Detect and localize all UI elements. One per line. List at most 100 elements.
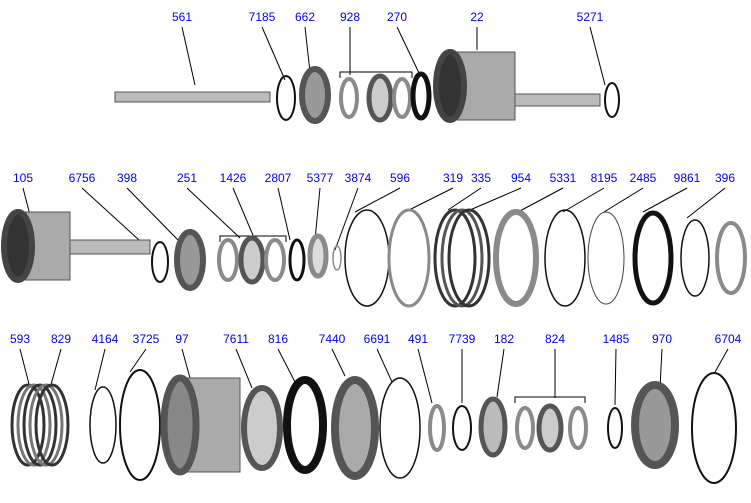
leader-line — [22, 187, 31, 216]
part-label-270[interactable]: 270 — [386, 10, 408, 24]
leader-line — [235, 348, 253, 389]
part-label-816[interactable]: 816 — [267, 332, 289, 346]
part-label-3725[interactable]: 3725 — [132, 332, 160, 346]
leader-line — [447, 187, 482, 211]
bearing-part — [241, 385, 283, 471]
part-label-105[interactable]: 105 — [12, 171, 34, 185]
leader-line — [404, 187, 454, 213]
leader-line — [334, 187, 359, 251]
part-label-954[interactable]: 954 — [510, 171, 532, 185]
leader-line — [603, 187, 644, 213]
part-label-593[interactable]: 593 — [9, 332, 31, 346]
group-bracket — [339, 71, 413, 78]
shaft-part — [114, 91, 271, 103]
part-label-561[interactable]: 561 — [171, 10, 193, 24]
race-part — [217, 238, 239, 282]
ring-part — [288, 238, 306, 282]
leader-line — [277, 348, 296, 383]
leader-line — [49, 348, 62, 389]
race-part — [515, 406, 535, 450]
leader-line — [126, 187, 179, 241]
leader-line — [19, 348, 31, 389]
snap-ring-part — [276, 75, 296, 121]
part-label-5271[interactable]: 5271 — [576, 10, 604, 24]
part-label-596[interactable]: 596 — [389, 171, 411, 185]
part-label-8195[interactable]: 8195 — [590, 171, 618, 185]
part-label-7611[interactable]: 7611 — [223, 332, 249, 346]
part-label-7440[interactable]: 7440 — [318, 332, 346, 346]
part-label-398[interactable]: 398 — [116, 171, 138, 185]
leader-line — [304, 26, 311, 73]
leader-line — [714, 348, 729, 373]
part-label-491[interactable]: 491 — [407, 332, 429, 346]
bearing-part — [478, 396, 508, 458]
part-label-396[interactable]: 396 — [714, 171, 736, 185]
gear-part — [331, 376, 379, 480]
part-label-97[interactable]: 97 — [175, 332, 189, 346]
leader-line — [496, 348, 505, 398]
race-part — [392, 77, 412, 119]
part-label-2485[interactable]: 2485 — [629, 171, 657, 185]
snap-ring-part — [119, 369, 161, 481]
part-label-6691[interactable]: 6691 — [363, 332, 391, 346]
leader-line — [589, 26, 606, 86]
part-label-9861[interactable]: 9861 — [673, 171, 701, 185]
ring-part — [332, 245, 342, 271]
part-label-2807[interactable]: 2807 — [264, 171, 292, 185]
part-label-662[interactable]: 662 — [294, 10, 316, 24]
part-label-1426[interactable]: 1426 — [219, 171, 247, 185]
race-part — [568, 406, 588, 450]
bearing-part — [536, 403, 564, 453]
snap-ring-part — [379, 377, 421, 479]
washer-part — [307, 233, 329, 279]
clutch-plate-part — [28, 383, 64, 467]
shaft-part — [514, 93, 601, 107]
leader-line — [562, 187, 605, 213]
snap-ring-part — [89, 386, 117, 464]
spring-part — [587, 211, 625, 305]
part-label-22[interactable]: 22 — [470, 10, 484, 24]
part-label-6756[interactable]: 6756 — [68, 171, 96, 185]
leader-line — [354, 187, 401, 213]
leader-line — [331, 348, 346, 377]
drum-part — [160, 374, 200, 476]
part-label-3874[interactable]: 3874 — [344, 171, 372, 185]
part-label-319[interactable]: 319 — [442, 171, 464, 185]
snap-ring-part — [344, 209, 390, 307]
leader-line — [614, 348, 617, 406]
part-label-251[interactable]: 251 — [176, 171, 198, 185]
bearing-part — [366, 73, 394, 123]
part-label-5377[interactable]: 5377 — [306, 171, 334, 185]
bearing-part — [299, 66, 331, 124]
race-part — [339, 77, 359, 119]
part-label-7185[interactable]: 7185 — [248, 10, 276, 24]
snap-ring-part — [151, 241, 169, 283]
clutch-plate-part — [10, 383, 46, 467]
leader-line — [642, 187, 688, 213]
part-label-7739[interactable]: 7739 — [448, 332, 476, 346]
part-label-335[interactable]: 335 — [470, 171, 492, 185]
part-label-182[interactable]: 182 — [493, 332, 515, 346]
seal-part — [283, 376, 327, 474]
part-label-829[interactable]: 829 — [50, 332, 72, 346]
part-label-6704[interactable]: 6704 — [714, 332, 742, 346]
part-label-824[interactable]: 824 — [544, 332, 566, 346]
part-label-5331[interactable]: 5331 — [549, 171, 577, 185]
shaft-part — [69, 239, 151, 255]
part-label-928[interactable]: 928 — [339, 10, 361, 24]
clutch-plate-part — [34, 383, 70, 467]
bearing-part — [238, 235, 266, 285]
leader-line — [417, 348, 433, 404]
washer-part — [428, 404, 446, 452]
race-part — [264, 238, 286, 282]
part-label-4164[interactable]: 4164 — [91, 332, 119, 346]
clutch-plate-part — [440, 208, 484, 308]
leader-line — [396, 26, 421, 76]
part-label-970[interactable]: 970 — [651, 332, 673, 346]
part-label-1485[interactable]: 1485 — [602, 332, 630, 346]
leader-line — [261, 26, 286, 81]
snap-ring-part — [604, 82, 620, 118]
clutch-plate-part — [433, 208, 477, 308]
